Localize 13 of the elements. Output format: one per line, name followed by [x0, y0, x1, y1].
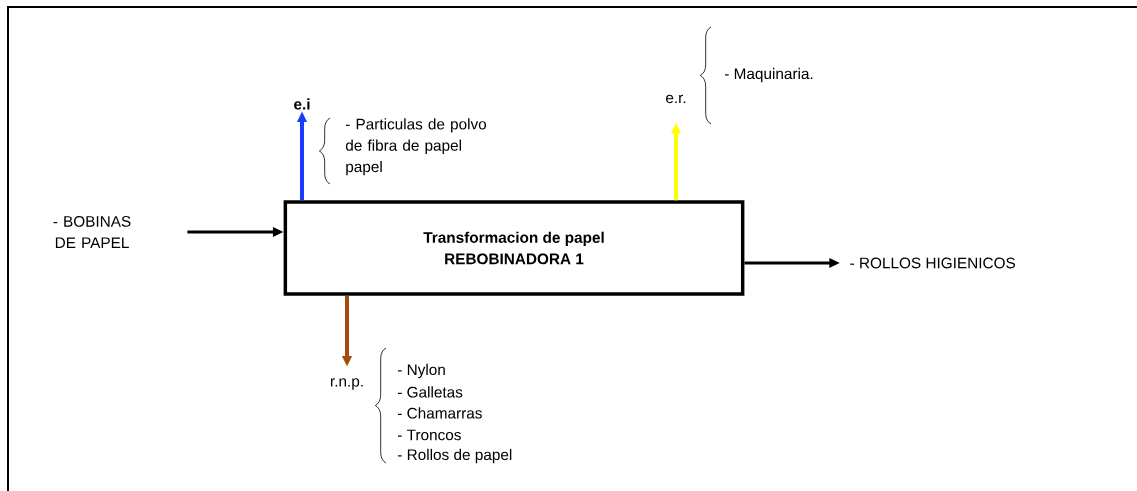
list-item: - Particulas de polvo de fibra de papel papel [345, 118, 487, 176]
list-item: - Rollos de papel [397, 448, 512, 464]
list-item: - Nylon [397, 363, 445, 379]
list-item: - Troncos [397, 429, 461, 441]
list-item: - Maquinaria. [724, 67, 813, 83]
output-text: r.n.p. [331, 378, 363, 390]
output-text: e.i [294, 98, 310, 110]
output-text: - ROLLOS HIGIENICOS [850, 257, 1016, 269]
list-item: - Galletas [397, 386, 463, 398]
output-text: e.r. [666, 94, 686, 104]
list-item: - Chamarras [397, 407, 482, 419]
input-text: - BOBINAS DE PAPEL [53, 215, 131, 248]
process-box: Transformacion de papel REBOBINADORA 1 [283, 200, 745, 296]
